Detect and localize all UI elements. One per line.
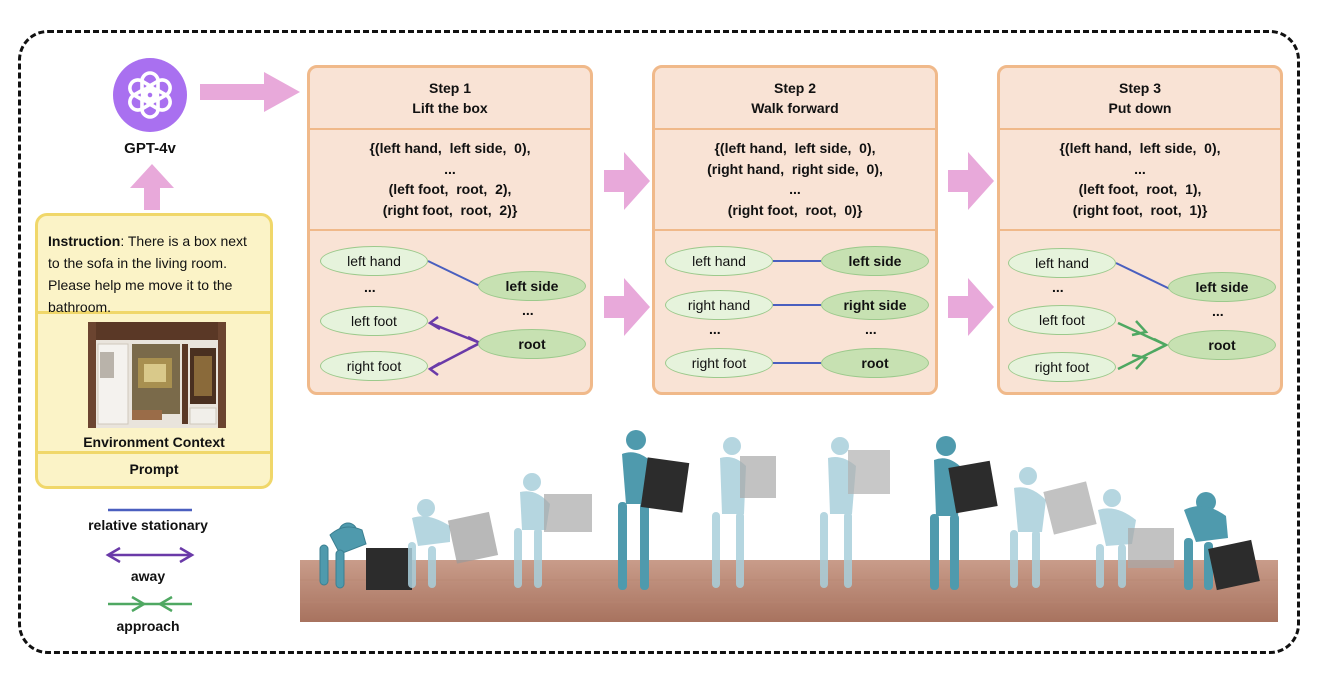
step-1-code: {(left hand, left side, 0), ... (left fo… xyxy=(310,130,590,231)
step-3-left-node: left foot xyxy=(1008,305,1116,335)
legend-stationary-label: relative stationary xyxy=(88,517,208,533)
step-3-right-node: root xyxy=(1168,330,1276,360)
step-1-panel: Step 1 Lift the box {(left hand, left si… xyxy=(307,65,593,395)
step-3-edge-stationary xyxy=(1115,262,1171,290)
step-1-left-node: left hand xyxy=(320,246,428,276)
legend-approach-label: approach xyxy=(116,618,180,634)
step-1-subtitle: Lift the box xyxy=(412,100,488,116)
step-3-left-dots: ... xyxy=(1052,279,1064,295)
humanoid-figures xyxy=(319,430,1260,591)
step-3-right-node: left side xyxy=(1168,272,1276,302)
step-1-left-dots: ... xyxy=(364,279,376,295)
dashed-frame xyxy=(18,30,1300,654)
step-3-subtitle: Put down xyxy=(1108,100,1172,116)
step-2-right-node: left side xyxy=(821,246,929,276)
instruction-label: Instruction xyxy=(48,233,121,249)
step1-to-step2-arrow-bottom xyxy=(604,278,650,336)
step-2-right-node: right side xyxy=(821,290,929,320)
environment-context: Environment Context xyxy=(38,314,270,454)
step-3-right-dots: ... xyxy=(1212,303,1224,319)
step-2-code: {(left hand, left side, 0), (right hand,… xyxy=(655,130,935,231)
step2-to-step3-arrow-bottom xyxy=(948,278,994,336)
step1-to-step2-arrow-top xyxy=(604,152,650,210)
gpt-to-step1-arrow xyxy=(200,72,300,112)
gpt-label: GPT-4v xyxy=(124,140,176,157)
step-3-graph: left hand ... left foot right foot left … xyxy=(1000,231,1280,392)
step-2-title: Step 2 xyxy=(773,80,816,96)
step2-to-step3-arrow-top xyxy=(948,152,994,210)
step-2-subtitle: Walk forward xyxy=(751,100,839,116)
step-2-header: Step 2 Walk forward xyxy=(655,68,935,130)
environment-floorplan-image xyxy=(88,322,226,428)
step-2-left-node: right hand xyxy=(665,290,773,320)
step-1-right-node: left side xyxy=(478,271,586,301)
step-3-left-node: right foot xyxy=(1008,352,1116,382)
step-2-graph: left hand right hand ... right foot left… xyxy=(655,231,935,392)
instruction-text: Instruction: There is a box next to the … xyxy=(38,216,270,315)
step-1-edges xyxy=(427,260,483,376)
instruction-body: : There is a box next to the sofa in the… xyxy=(48,233,247,315)
step-1-left-node: right foot xyxy=(320,351,428,381)
step-3-code: {(left hand, left side, 0), ... (left fo… xyxy=(1000,130,1280,231)
step-2-left-node: left hand xyxy=(665,246,773,276)
step-3-title: Step 3 xyxy=(1118,80,1161,96)
step-3-left-node: left hand xyxy=(1008,248,1116,278)
step-1-graph: left hand ... left foot right foot left … xyxy=(310,231,590,392)
step-2-left-node: right foot xyxy=(665,348,773,378)
step-1-title: Step 1 xyxy=(428,80,471,96)
step-3-panel: Step 3 Put down {(left hand, left side, … xyxy=(997,65,1283,395)
legend-approach-arrow-icon xyxy=(108,595,192,613)
step-2-edges xyxy=(773,260,821,364)
step-2-left-dots: ... xyxy=(709,321,721,337)
step-1-edge-stationary xyxy=(427,260,483,288)
gpt-logo-icon xyxy=(113,58,187,132)
legend-away-label: away xyxy=(130,568,166,584)
step-2-right-dots: ... xyxy=(865,321,877,337)
step-1-right-node: root xyxy=(478,329,586,359)
brick-floor xyxy=(300,560,1278,622)
motion-sequence-image xyxy=(300,430,1278,622)
step-1-left-node: left foot xyxy=(320,306,428,336)
prompt-panel: Instruction: There is a box next to the … xyxy=(35,213,273,489)
step-3-header: Step 3 Put down xyxy=(1000,68,1280,130)
step-1-header: Step 1 Lift the box xyxy=(310,68,590,130)
prompt-to-gpt-arrow xyxy=(130,164,174,210)
step-1-edge-away xyxy=(427,316,483,376)
step-2-panel: Step 2 Walk forward {(left hand, left si… xyxy=(652,65,938,395)
step-1-right-dots: ... xyxy=(522,302,534,318)
step-2-right-node: root xyxy=(821,348,929,378)
step-3-edge-approach xyxy=(1117,320,1169,371)
environment-context-label: Environment Context xyxy=(83,434,225,450)
step-3-edges xyxy=(1115,262,1171,371)
legend-away-arrow-icon xyxy=(105,546,195,564)
prompt-label: Prompt xyxy=(129,461,179,477)
